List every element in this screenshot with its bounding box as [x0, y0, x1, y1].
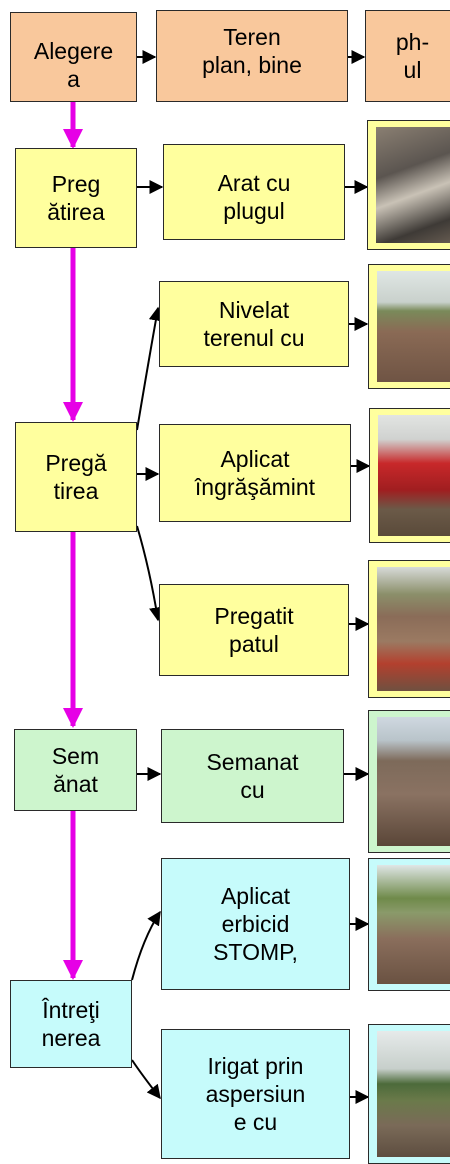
- step-pregatit-patul: Pregatit patul: [159, 584, 349, 676]
- photo-frame-erbicid: [368, 858, 450, 991]
- step-semanat: Semanat cu: [161, 729, 344, 823]
- step-aplicat-ingrasamint: Aplicat îngrăşămint: [159, 424, 351, 522]
- photo-frame-nivelat: [368, 264, 450, 389]
- stage-intretinerea: Întreţi nerea: [10, 980, 132, 1068]
- stage-alegere: Alegere a: [10, 12, 137, 102]
- step-teren-plan: Teren plan, bine: [156, 10, 348, 102]
- photo-frame-aplicat: [369, 408, 450, 543]
- photo-frame-irigat: [368, 1024, 450, 1164]
- photo-frame-semanat: [368, 710, 450, 853]
- step-irigat: Irigat prin aspersiun e cu: [161, 1029, 350, 1159]
- fertilizer-spreader-photo: [378, 415, 450, 536]
- stage-pregatirea-1: Preg ătirea: [15, 148, 137, 248]
- herbicide-field-photo: [377, 865, 450, 984]
- arrow-branch-nivelat: [136, 306, 163, 431]
- step-ph-ul: ph- ul: [365, 10, 450, 102]
- step-aplicat-erbicid: Aplicat erbicid STOMP,: [161, 858, 350, 990]
- seedbed-prep-photo: [377, 567, 450, 691]
- sowing-photo: [377, 717, 450, 846]
- sprinkler-irrigation-photo: [377, 1031, 450, 1157]
- tractor-plough-photo: [376, 127, 450, 243]
- stage-semanat: Sem ănat: [14, 729, 137, 811]
- photo-frame-arat: [367, 120, 450, 250]
- photo-frame-pregatit: [368, 560, 450, 698]
- arrow-branch-irigat: [131, 1059, 161, 1100]
- arrow-branch-erbicid: [131, 910, 161, 981]
- step-nivelat: Nivelat terenul cu: [159, 281, 349, 367]
- stage-pregatirea-2: Pregă tirea: [15, 422, 137, 532]
- step-arat: Arat cu plugul: [163, 144, 345, 240]
- field-levelling-photo: [377, 271, 450, 382]
- arrow-branch-pregatit: [136, 525, 163, 622]
